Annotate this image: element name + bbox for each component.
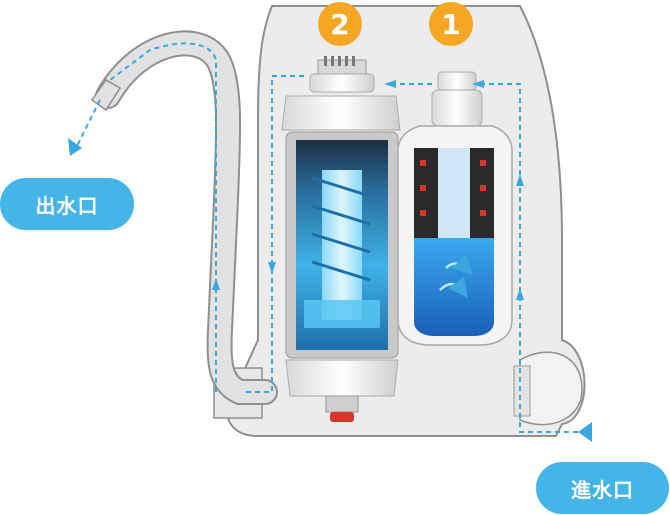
inlet-fitting <box>513 351 583 426</box>
inlet-label: 進水口 <box>536 462 669 514</box>
outlet-label: 出水口 <box>0 178 134 230</box>
flow-path <box>75 42 578 433</box>
stage-1-badge: 1 <box>429 2 473 46</box>
flow-arrows <box>68 80 592 442</box>
stage-2-badge: 2 <box>318 2 362 46</box>
filter-cartridge <box>397 71 513 346</box>
uv-sterilizer <box>281 56 401 422</box>
